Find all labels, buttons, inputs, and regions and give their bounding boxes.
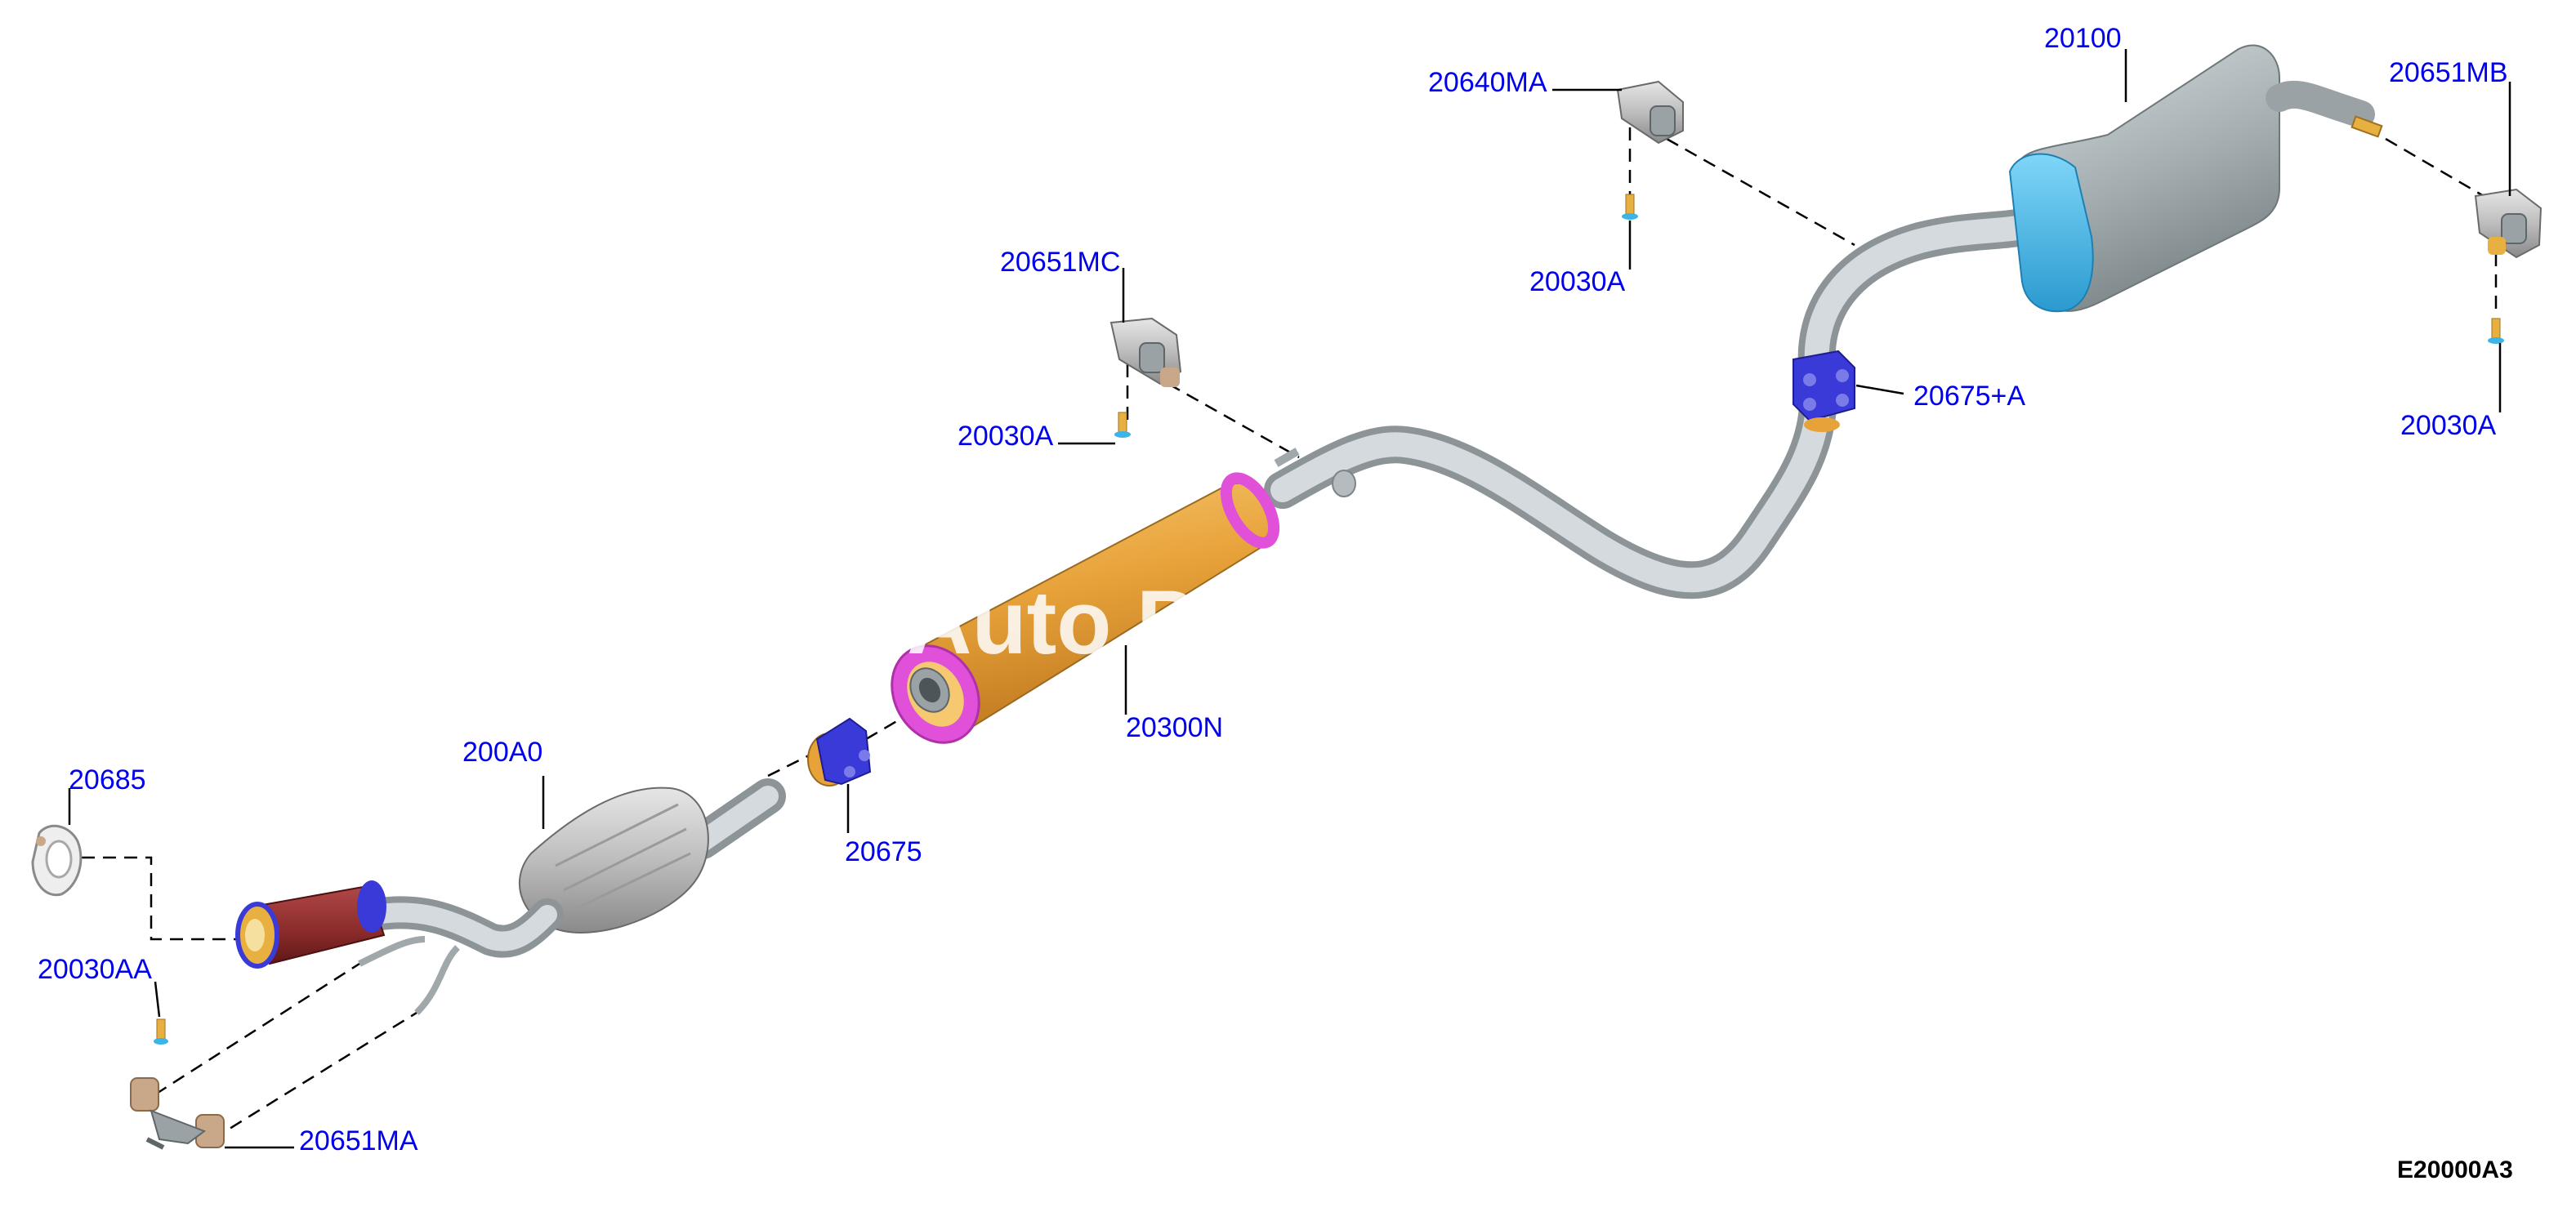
watermark-text: Auto P bbox=[907, 573, 1196, 673]
callout-20685[interactable]: 20685 bbox=[69, 764, 146, 795]
rear-inlet-pipe-highlight bbox=[1804, 212, 2047, 388]
intermediate-pipe-highlight bbox=[1270, 396, 1830, 593]
callout-20651MA[interactable]: 20651MA bbox=[299, 1125, 418, 1156]
gasket[interactable] bbox=[31, 824, 83, 897]
callout-20100[interactable]: 20100 bbox=[2044, 23, 2122, 54]
callout-20300N[interactable]: 20300N bbox=[1126, 712, 1223, 743]
mid-hanger-bracket[interactable] bbox=[1109, 317, 1182, 387]
bolt-20030A-top[interactable] bbox=[1622, 194, 1638, 220]
callout-20030A-right[interactable]: 20030A bbox=[2400, 410, 2497, 441]
catalytic-converter-assembly[interactable] bbox=[235, 778, 786, 1015]
callout-20030AA[interactable]: 20030AA bbox=[38, 954, 152, 985]
callout-200A0[interactable]: 200A0 bbox=[462, 737, 542, 768]
bolt-20030A-right[interactable] bbox=[2488, 318, 2504, 344]
assembly-dashed-lines bbox=[82, 106, 2498, 1141]
callout-20675[interactable]: 20675 bbox=[845, 836, 922, 867]
callout-20651MB[interactable]: 20651MB bbox=[2389, 57, 2508, 88]
callout-20030A-mid[interactable]: 20030A bbox=[958, 421, 1054, 452]
figure-id: E20000A3 bbox=[2397, 1156, 2513, 1183]
front-hanger-bracket[interactable] bbox=[130, 1077, 225, 1150]
callout-20675A[interactable]: 20675+A bbox=[1913, 381, 2025, 412]
bolt-20030AA[interactable] bbox=[154, 1018, 168, 1045]
callout-20640MA[interactable]: 20640MA bbox=[1428, 67, 1547, 98]
callout-20030A-top[interactable]: 20030A bbox=[1529, 266, 1626, 297]
front-clamp[interactable] bbox=[807, 717, 872, 786]
leader-lines bbox=[68, 49, 2511, 1149]
rear-clamp[interactable] bbox=[1792, 350, 1855, 432]
top-hanger-bracket[interactable] bbox=[1616, 80, 1684, 145]
callout-20651MC[interactable]: 20651MC bbox=[1000, 247, 1120, 278]
bolt-20030A-mid[interactable] bbox=[1114, 412, 1131, 438]
center-muffler[interactable] bbox=[875, 470, 1284, 759]
rear-hanger-bracket[interactable] bbox=[2474, 188, 2543, 259]
hanger-stub bbox=[1332, 470, 1356, 497]
callout-labels: 20685 200A0 20030AA 20651MA 20675 20300N… bbox=[38, 23, 2508, 1156]
rear-muffler[interactable] bbox=[2008, 44, 2383, 313]
hanger-rod-mid bbox=[1274, 448, 1300, 467]
